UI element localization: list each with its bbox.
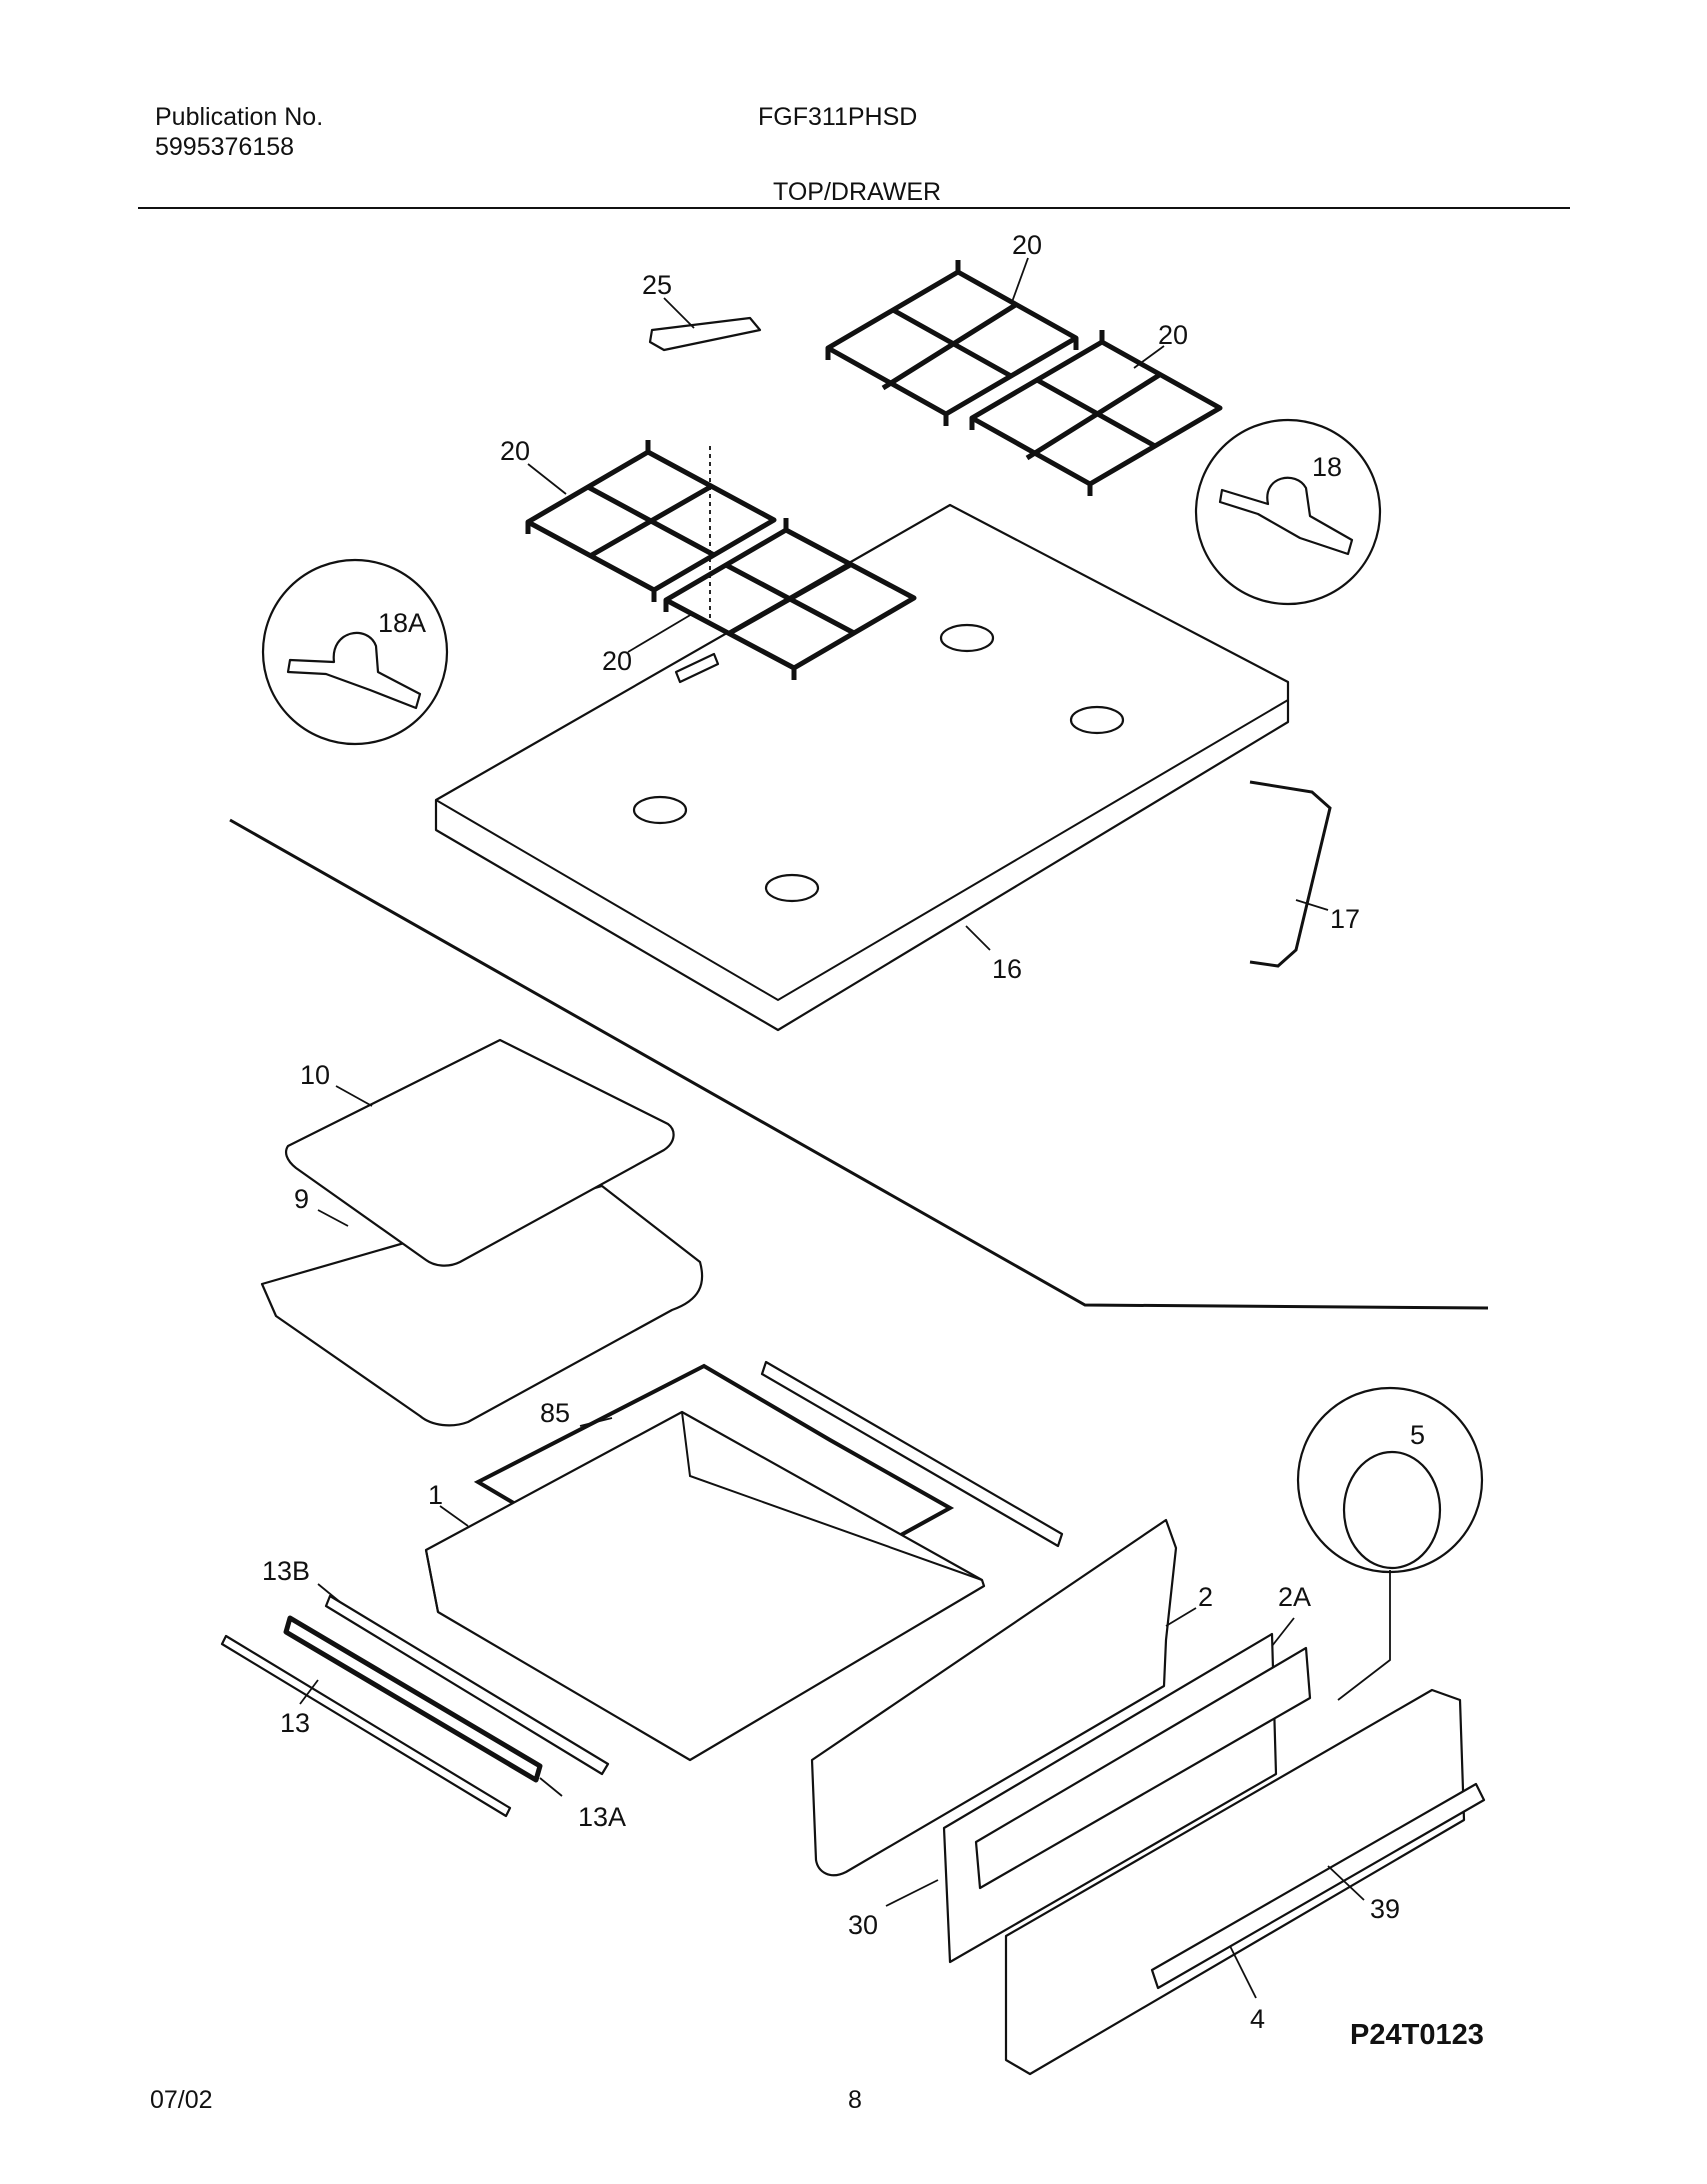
bar-30 [974,1646,1312,1890]
handle-39 [1150,1782,1486,1990]
footer-date: 07/02 [150,2086,213,2114]
callout-20-c: 20 [500,436,530,466]
leader-lines [299,257,1365,1999]
section-title: TOP/DRAWER [773,178,942,206]
figure-code: P24T0123 [1350,2019,1484,2051]
slide-rail [760,1360,1064,1548]
rod-17 [1249,780,1332,968]
callout-25: 25 [642,270,672,300]
separator-line [229,818,1489,1310]
callout-20-b: 20 [1158,320,1188,350]
grate-20-top-left [825,260,1079,426]
callout-30: 30 [848,1910,878,1940]
callout-20-a: 20 [1012,230,1042,260]
panel-10 [285,1038,675,1267]
callout-13a: 13A [578,1802,626,1832]
callout-20-d: 20 [602,646,632,676]
callout-2a: 2A [1278,1582,1311,1612]
model-number: FGF311PHSD [758,103,918,131]
rail-13 [220,1634,512,1818]
callout-10: 10 [300,1060,330,1090]
rail-13a [283,1615,543,1783]
callout-16: 16 [992,954,1022,984]
callout-39: 39 [1370,1894,1400,1924]
detail-5-knob [1296,1386,1484,1701]
detail-18a-bracket [261,558,449,746]
callout-85: 85 [540,1398,570,1428]
callout-9: 9 [294,1184,309,1214]
insulation-9 [260,1184,704,1427]
callout-18: 18 [1312,452,1342,482]
footer-page-number: 8 [848,2086,862,2114]
callout-13b: 13B [262,1556,310,1586]
grate-20-left [525,440,777,602]
callout-1: 1 [428,1480,443,1510]
detail-18-bracket [1194,418,1382,606]
part-25-strip [648,316,762,352]
grate-20-top-right [969,330,1223,496]
grate-20-center [663,518,917,680]
drawer-panel-2 [810,1518,1178,1877]
rail-13b [324,1594,610,1776]
callout-17: 17 [1330,904,1360,934]
callout-2: 2 [1198,1582,1213,1612]
callout-4: 4 [1250,2004,1265,2034]
publication-number: 5995376158 [155,133,295,161]
publication-label: Publication No. [155,103,324,131]
header-rule [138,207,1570,209]
cooktop-16 [434,503,1290,1032]
callout-5: 5 [1410,1420,1425,1450]
callout-13: 13 [280,1708,310,1738]
callout-18a: 18A [378,608,426,638]
drawer-front-4 [1004,1688,1466,2076]
